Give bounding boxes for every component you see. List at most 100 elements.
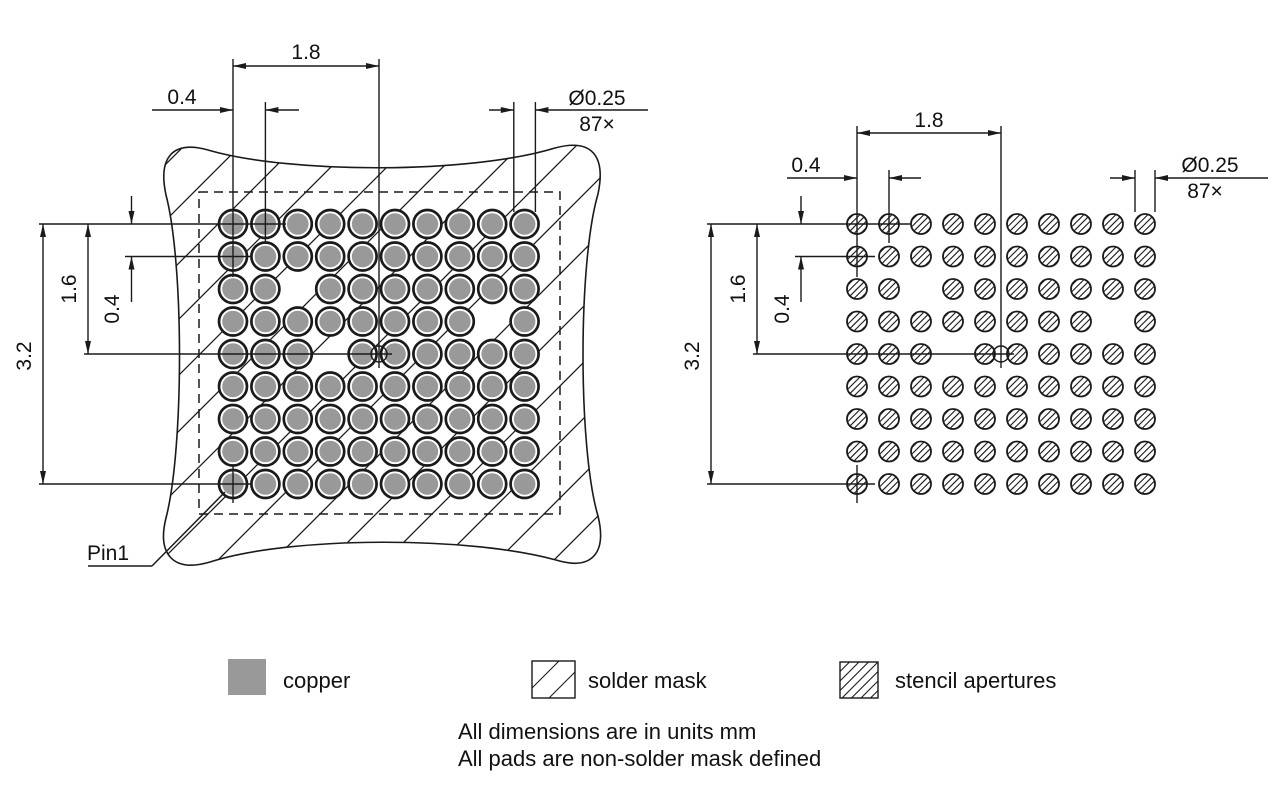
stencil-apertures-view: 1.8 0.4 Ø0.25 87× 3.2 1.6 0.4 [681,109,1268,503]
dim-vertical-span-label-left: 3.2 [13,341,36,370]
copper-pad [254,440,277,463]
copper-pad [351,440,374,463]
dim-vertical-span-label-right: 3.2 [681,341,704,370]
dim-vertical-half-label-left: 1.6 [58,274,81,303]
solder-mask-swatch-hatch [531,660,576,699]
copper-pad [384,245,406,268]
pcb-land-pattern-view: 1.8 0.4 Ø0.25 87× 3.2 1.6 0.4 Pin1 [13,41,648,567]
notes: All dimensions are in units mm All pads … [458,719,821,771]
copper-pad [254,473,277,495]
pad-count-label-left: 87× [579,113,615,136]
copper-pad [319,440,342,463]
copper-pad [416,473,439,495]
copper-pad [481,213,504,235]
copper-pad [319,408,342,430]
copper-pad [481,343,504,365]
copper-pad [287,245,309,268]
copper-pad [222,440,244,463]
dim-horizontal-span-label-left: 1.8 [291,41,320,64]
dim-vertical-half-label-right: 1.6 [727,274,750,303]
copper-pad [513,440,536,463]
copper-pad [351,213,374,235]
copper-pad [222,408,244,430]
copper-pad [416,278,439,300]
copper-pad [384,310,406,333]
copper-pad [384,473,406,495]
copper-pad [449,278,471,300]
left-dimension-lines [39,59,648,567]
copper-pad [254,310,277,333]
copper-pad [351,408,374,430]
copper-pad [287,375,309,398]
copper-pad [449,440,471,463]
copper-pad [319,213,342,235]
copper-pad [416,245,439,268]
pin1-label: Pin1 [87,542,129,565]
dim-horizontal-pitch-label-right: 0.4 [791,154,821,177]
legend-copper-label: copper [283,668,350,693]
copper-pad [384,408,406,430]
copper-pad [513,343,536,365]
copper-pad [384,213,406,235]
copper-pad [449,213,471,235]
copper-pad [416,213,439,235]
copper-pad [222,278,244,300]
legend-stencil-label: stencil apertures [895,668,1056,693]
copper-pad [449,343,471,365]
note-units: All dimensions are in units mm [458,719,756,744]
copper-pad [513,278,536,300]
copper-pad [513,473,536,495]
copper-pad [481,375,504,398]
copper-pad [254,408,277,430]
copper-pad [319,245,342,268]
copper-pad [449,245,471,268]
copper-pads-grid [217,208,540,500]
copper-pad [287,440,309,463]
copper-pad [513,245,536,268]
copper-pad [481,278,504,300]
dim-horizontal-pitch-label-left: 0.4 [167,86,197,109]
right-dimension-lines [707,126,1268,503]
copper-pad [513,375,536,398]
copper-pad [319,375,342,398]
copper-pad [222,310,244,333]
copper-pad [481,440,504,463]
copper-pad [416,310,439,333]
copper-pad [481,245,504,268]
copper-pad [384,278,406,300]
copper-pad [351,473,374,495]
copper-pad [481,473,504,495]
copper-pad [449,473,471,495]
copper-pad [351,375,374,398]
dim-vertical-pitch-label-left: 0.4 [101,294,124,324]
copper-pad [287,473,309,495]
copper-pad [319,310,342,333]
copper-pad [319,473,342,495]
copper-pad [449,310,471,333]
copper-pad [449,375,471,398]
copper-pad [513,310,536,333]
copper-pad [319,278,342,300]
copper-pad [287,408,309,430]
copper-pad [384,440,406,463]
copper-pad [222,375,244,398]
stencil-swatch-hatch [839,661,879,699]
copper-pad [384,343,406,365]
copper-pad [254,375,277,398]
copper-swatch [228,659,266,695]
copper-pad [351,245,374,268]
copper-pad [513,213,536,235]
legend: copper solder mask stencil apertures [228,659,1056,699]
copper-pad [481,408,504,430]
copper-pad [287,213,309,235]
copper-pad [416,408,439,430]
copper-pad [351,278,374,300]
copper-pad [384,375,406,398]
dim-horizontal-span-label-right: 1.8 [914,109,943,132]
note-nsmd: All pads are non-solder mask defined [458,746,821,771]
copper-pad [449,408,471,430]
copper-pad [416,375,439,398]
copper-pad [254,245,277,268]
